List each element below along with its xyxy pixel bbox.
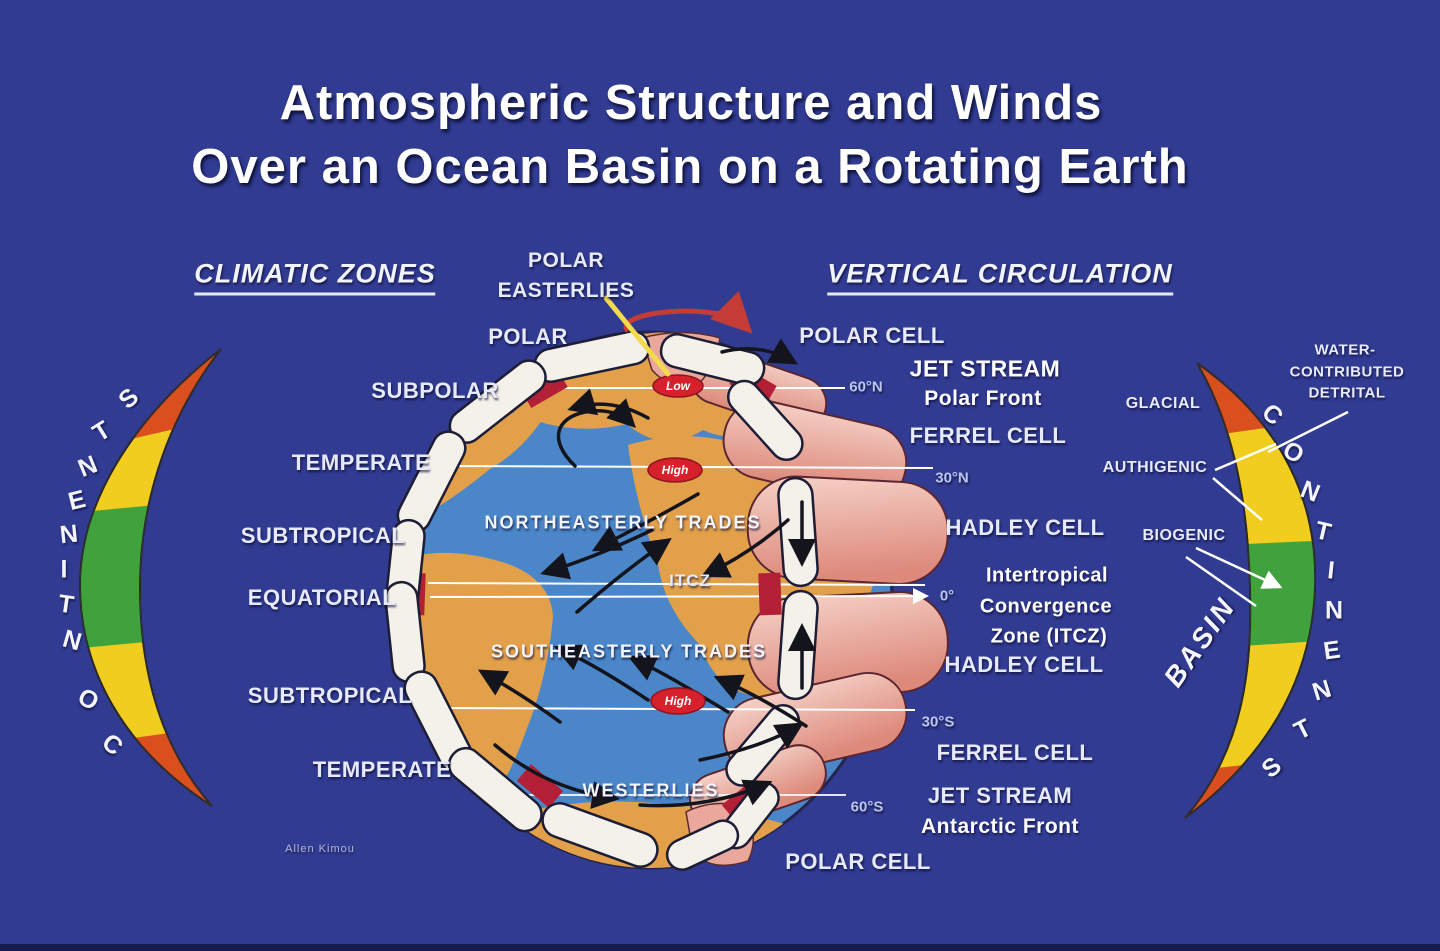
continents-letter: I (60, 555, 68, 584)
zone-temperate-n: TEMPERATE (291, 450, 431, 475)
zone-equatorial: EQUATORIAL (247, 585, 397, 610)
hadley-cell-south-label: HADLEY CELL (944, 652, 1104, 677)
rotation-arrow (623, 291, 753, 334)
zone-polar: POLAR (488, 324, 568, 349)
southeasterly-trades-label: SOUTHEASTERLY TRADES (490, 641, 768, 662)
zone-temperate-s: TEMPERATE (312, 757, 452, 782)
continents-letter: N (58, 519, 80, 550)
itcz-full-line2: Convergence (979, 595, 1113, 618)
title-line-1: Atmospheric Structure and Winds (279, 76, 1103, 130)
polar-easterlies-label-line2: EASTERLIES (497, 279, 635, 302)
zone-subpolar: SUBPOLAR (371, 378, 499, 403)
high-pressure-north-label: High (661, 463, 689, 477)
left-continent-crescent (78, 348, 222, 807)
leader-lines (1185, 410, 1349, 608)
continents-letter: N (1324, 596, 1344, 625)
ferrel-cell-south-label: FERREL CELL (936, 740, 1094, 765)
antarctic-front-label: Antarctic Front (920, 815, 1080, 838)
glacial-label: GLACIAL (1125, 395, 1201, 412)
jet-stream-south-label: JET STREAM (927, 783, 1073, 808)
latitude-30n: 30°N (935, 469, 969, 487)
section-climatic-zones: CLIMATIC ZONES (194, 259, 436, 296)
itcz-label: ITCZ (669, 571, 711, 590)
water-contributed-line2: CONTRIBUTED (1289, 363, 1405, 381)
latitude-0: 0° (939, 587, 955, 605)
northeasterly-trades-label: NORTHEASTERLY TRADES (484, 512, 762, 533)
westerlies-label: WESTERLIES (582, 780, 720, 801)
jet-stream-north-label: JET STREAM (909, 355, 1061, 382)
bottom-border (0, 944, 1440, 951)
zone-subtropical-s: SUBTROPICAL (247, 683, 413, 708)
itcz-full-line3: Zone (ITCZ) (990, 625, 1108, 648)
latitude-60n: 60°N (849, 378, 883, 396)
low-pressure-label: Low (666, 379, 690, 393)
polar-cell-south-label: POLAR CELL (785, 849, 931, 874)
credit-signature: Allen Kimou (285, 843, 355, 855)
latitude-60s: 60°S (850, 798, 884, 816)
continents-letter: E (1321, 635, 1343, 666)
water-contributed-line3: DETRITAL (1308, 384, 1386, 402)
section-vertical-circulation: VERTICAL CIRCULATION (827, 259, 1173, 296)
ferrel-cell-north-label: FERREL CELL (909, 423, 1067, 448)
polar-easterlies-pointer (603, 295, 671, 377)
latitude-30s: 30°S (921, 713, 955, 731)
water-contributed-line1: WATER- (1314, 341, 1376, 359)
hadley-cell-north-label: HADLEY CELL (945, 515, 1105, 540)
biogenic-label: BIOGENIC (1142, 527, 1226, 544)
authigenic-label: AUTHIGENIC (1102, 459, 1208, 476)
polar-cell-north-label: POLAR CELL (799, 323, 945, 348)
polar-front-label: Polar Front (924, 387, 1042, 410)
zone-subtropical-n: SUBTROPICAL (240, 523, 406, 548)
wind-arrows (477, 338, 816, 809)
right-continent-crescent (1184, 362, 1317, 819)
pressure-ovals (647, 374, 706, 715)
high-pressure-south-label: High (664, 694, 692, 708)
title-line-2: Over an Ocean Basin on a Rotating Earth (191, 140, 1189, 194)
itcz-full-line1: Intertropical (985, 564, 1109, 587)
polar-easterlies-label-line1: POLAR (528, 249, 604, 272)
